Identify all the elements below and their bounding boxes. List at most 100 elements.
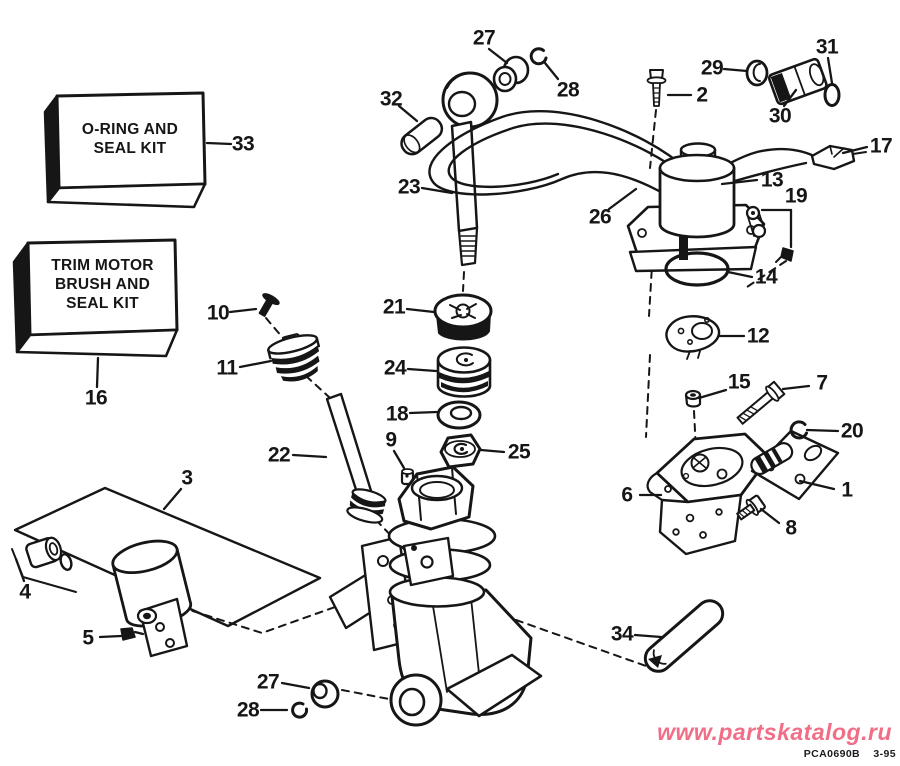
leader-line-29 [722,67,749,73]
callout-17: 17 [869,134,893,158]
callout-3: 3 [181,466,193,490]
pivot-pin [400,116,444,156]
leader-line-24 [406,367,438,373]
leader-line-20 [805,428,840,433]
callout-33: 33 [231,132,255,156]
leader-line-26 [607,187,638,211]
valve-nut [439,433,482,469]
rod-clamp-bracket [402,536,455,587]
leader-line-27-bottom [280,681,311,690]
callout-30: 30 [768,104,792,128]
callout-28-bottom: 28 [236,698,260,722]
upper-clip [529,47,548,66]
leader-line-4 [14,557,26,583]
leader-line-16 [95,356,100,389]
callout-13: 13 [760,168,784,192]
valve-manifold [646,432,771,556]
release-valve-cap [433,293,493,341]
wire-sleeve [767,57,828,106]
manifold-screw [736,494,766,521]
manifold-plug [684,389,702,408]
leader-line-21 [405,307,436,314]
callout-27-top: 27 [472,26,496,50]
callout-22: 22 [267,443,291,467]
watermark: www.partskatalog.ru [657,719,892,745]
motor-mount-bolt [646,69,667,107]
callout-20: 20 [840,419,864,443]
callout-16: 16 [84,386,108,410]
oring-seal-kit-label: O-RING AND SEAL KIT [81,121,179,157]
valve-washer [436,400,482,430]
plate-code: PCA0690B 3-95 [794,748,896,760]
leader-line-13 [720,178,759,186]
leader-line-30 [782,88,798,108]
upper-pivot-bushing [492,55,530,93]
callout-7: 7 [816,371,828,395]
trim-motor [626,142,766,273]
revision-date: 3-95 [873,748,896,760]
oring-seal-kit-box [43,91,207,209]
hydraulic-cylinder-body [328,465,543,727]
leader-line-27-top [487,47,509,65]
callout-5: 5 [82,626,94,650]
callout-8: 8 [785,516,797,540]
oil-reservoir [111,539,193,658]
callout-34: 34 [610,622,634,646]
lower-mount-bushing [25,536,63,569]
leader-line-14 [726,270,754,279]
shift-valve-spool [750,442,794,476]
lower-clip [291,701,309,719]
leader-lines [14,47,869,712]
leader-line-33 [205,141,233,146]
callout-15: 15 [727,370,751,394]
leader-line-11 [238,359,273,369]
leader-line-22 [291,453,328,459]
callout-26: 26 [588,205,612,229]
spool-clip [789,420,808,440]
drawing-code: PCA0690B [803,748,861,760]
trim-motor-kit-box [12,238,179,358]
valve-piston [436,346,492,398]
callout-1: 1 [841,478,853,502]
sleeve-oring [823,83,841,107]
callout-12: 12 [746,324,770,348]
leader-line-5 [98,634,123,639]
lower-mount-oring [59,553,73,571]
leader-line-23 [420,186,454,195]
wire-grommet [745,59,769,87]
motor-lead-clip [745,205,767,239]
manifold-bolt [736,380,786,425]
leader-line-8 [759,507,781,525]
callout-31: 31 [815,35,839,59]
leader-line-31 [826,56,834,85]
leader-line-32 [397,104,419,123]
wire-retainer-bracket [665,315,721,360]
valve-seat-assembly [267,333,321,382]
leader-line-18 [408,410,439,415]
leader-line-28-top [543,61,560,81]
callout-19: 19 [784,184,808,208]
valve-screw [258,293,280,317]
motor-base-oring [664,251,730,287]
callout-23: 23 [397,175,421,199]
callout-32: 32 [379,87,403,111]
callout-11: 11 [216,356,238,380]
callout-2: 2 [696,83,708,107]
callout-25: 25 [507,440,531,464]
motor-lead-screw [775,247,794,263]
leader-line-9 [392,449,406,470]
trim-motor-kit-label: TRIM MOTOR BRUSH AND SEAL KIT [51,257,154,312]
leader-line-15 [697,388,728,400]
callout-24: 24 [383,356,407,380]
piston-rod [325,392,387,524]
callout-10: 10 [206,301,230,325]
callout-9: 9 [385,428,397,452]
callout-18: 18 [385,402,409,426]
lower-pivot-bushing [310,679,340,709]
cross-pin [643,599,725,673]
callout-6: 6 [621,483,633,507]
callout-27-bottom: 27 [256,670,280,694]
leader-line-1 [798,479,836,491]
tilt-rod [441,71,499,267]
